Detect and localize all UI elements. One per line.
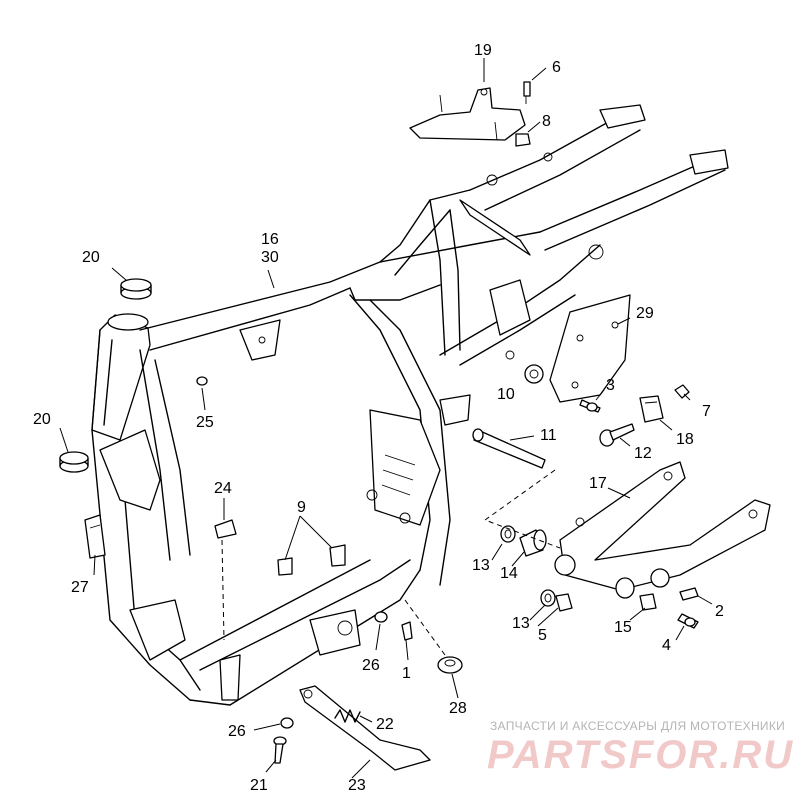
screw-part-3 [579,399,601,413]
callout-15: 15 [614,619,632,636]
callout-29: 29 [636,305,654,322]
bearing-cup-part-20-upper [120,278,152,300]
pad-part-24 [214,519,237,539]
bushing-part-10 [524,364,544,384]
watermark-caption: ЗАПЧАСТИ И АКСЕССУАРЫ ДЛЯ МОТОТЕХНИКИ [490,719,786,733]
callout-6: 6 [552,59,561,76]
callout-20-lower: 20 [33,411,51,428]
washer-part-13-upper [500,525,516,543]
screw-part-1 [401,621,413,641]
callout-7: 7 [702,403,711,420]
callout-19: 19 [474,42,492,59]
watermark-logo: PARTSFOR.RU [487,733,795,777]
plug-part-26-upper [374,611,388,623]
callout-1: 1 [402,665,411,682]
callout-22: 22 [376,716,394,733]
bracket-part-19 [409,87,526,141]
swingarm-part-17 [554,461,771,591]
callout-24: 24 [214,480,232,497]
callout-2: 2 [715,603,724,620]
callout-30: 30 [261,249,279,266]
callout-26-lower: 26 [228,723,246,740]
bushing-part-28 [437,656,463,674]
callout-5: 5 [538,627,547,644]
callout-18: 18 [676,431,694,448]
cover-plate-part-29 [549,294,631,403]
clip-part-27 [84,514,106,559]
callout-13-lower: 13 [512,615,530,632]
screw-part-6 [523,81,531,104]
callout-25: 25 [196,414,214,431]
callout-26-upper: 26 [362,657,380,674]
callout-4: 4 [662,637,671,654]
callout-10: 10 [497,386,515,403]
jiffy-stand-part-23 [299,685,431,771]
alignment-lines [221,469,561,656]
spacer-part-5 [555,593,573,612]
callout-9: 9 [297,499,306,516]
spring-part-22 [334,709,361,723]
main-frame [91,104,729,706]
washer-part-13-lower [540,589,556,607]
pivot-shaft-part-11 [472,428,546,469]
callout-13-upper: 13 [472,557,490,574]
leader-lines [59,58,713,779]
plug-part-26-lower [280,717,294,729]
plug-part-25 [196,376,208,386]
callout-27: 27 [71,579,89,596]
callout-3: 3 [606,377,615,394]
bolt-part-4 [677,613,699,629]
bolt-part-12 [599,423,635,447]
callout-labels: 19 6 8 16 30 20 29 3 10 7 25 20 11 18 12… [33,42,724,794]
callout-11: 11 [540,427,557,444]
bushing-part-15 [615,577,657,611]
callout-17: 17 [589,475,607,492]
callout-8: 8 [542,113,551,130]
bolt-part-2 [679,587,699,601]
callout-12: 12 [634,445,652,462]
callout-14: 14 [500,565,518,582]
callout-23: 23 [348,777,366,794]
callout-21: 21 [250,777,268,794]
callout-28: 28 [449,700,467,717]
pin-part-21 [273,736,287,764]
callout-16: 16 [261,231,279,248]
block-part-18 [639,395,664,423]
callout-20-upper: 20 [82,249,100,266]
nut-part-8 [515,133,531,147]
nut-part-7 [674,384,690,399]
bearing-cup-part-20-lower [59,451,89,473]
